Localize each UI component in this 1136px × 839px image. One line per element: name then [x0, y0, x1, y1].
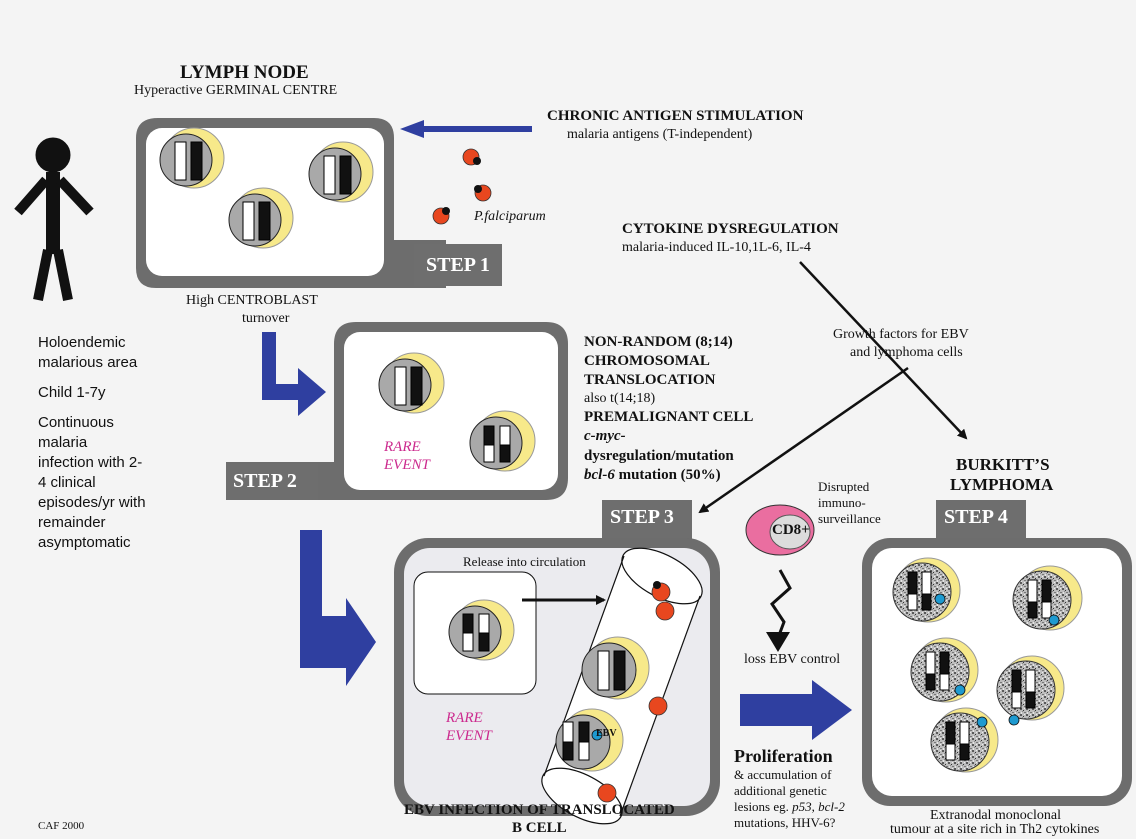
disrupted-label: Disrupted	[818, 479, 870, 494]
lymph-node-subtitle: Hyperactive GERMINAL CENTRE	[134, 83, 338, 98]
cytokine-arrow-to-step4	[799, 261, 968, 440]
translocation-also: also t(14;18)	[584, 391, 656, 406]
antigen-arrow	[400, 120, 532, 138]
centroblast-cell	[228, 187, 294, 249]
step4-label: STEP 4	[944, 506, 1008, 528]
premalignant-label: PREMALIGNANT CELL	[584, 409, 754, 425]
step3-title: EBV INFECTION OF TRANSLOCATED	[404, 802, 675, 818]
lymph-node-caption: turnover	[242, 311, 290, 326]
loss-control-arrow	[766, 569, 792, 652]
disrupted-label: immuno-	[818, 495, 866, 510]
rare-event-label: RARE	[384, 439, 421, 455]
growth-factors-label: and lymphoma cells	[850, 345, 963, 360]
lymph-node-title: LYMPH NODE	[180, 62, 309, 83]
ebv-virus-dot	[591, 729, 603, 741]
antigen-heading: CHRONIC ANTIGEN STIMULATION	[547, 108, 804, 124]
cd8-label: CD8+	[772, 522, 810, 538]
parasite-label: P.falciparum	[474, 209, 546, 224]
progression-arrow	[262, 332, 326, 416]
lymphoma-cell	[910, 637, 979, 703]
setting-infection-line: asymptomatic	[38, 534, 131, 551]
translocation-heading: NON-RANDOM (8;14)	[584, 334, 733, 350]
proliferation-line: additional genetic	[734, 783, 827, 798]
ebv-label: EBV	[596, 728, 617, 739]
rare-event-label: EVENT	[446, 728, 492, 744]
rare-event-label: RARE	[446, 710, 483, 726]
centroblast-cell	[159, 127, 225, 189]
translocation-heading: TRANSLOCATION	[584, 372, 716, 388]
translocated-cell	[581, 636, 650, 700]
dysregulation-label: dysregulation/mutation	[584, 448, 734, 464]
lymph-node-caption: High CENTROBLAST	[186, 293, 318, 308]
proliferation-line: mutations, HHV-6?	[734, 815, 836, 830]
disrupted-label: surveillance	[818, 511, 881, 526]
bcl6-label: bcl-6 mutation (50%)	[584, 467, 721, 483]
setting-area: malarious area	[38, 354, 138, 371]
cytokine-heading: CYTOKINE DYSREGULATION	[622, 221, 839, 237]
setting-infection-line: malaria	[38, 434, 88, 451]
growth-factors-label: Growth factors for EBV	[833, 327, 969, 342]
setting-area: Holoendemic	[38, 334, 126, 351]
ebv-infected-cell	[555, 708, 624, 772]
cmyc-label: c-myc-	[584, 428, 626, 444]
setting-infection-line: episodes/yr with	[38, 494, 146, 511]
step1-tab	[414, 244, 502, 286]
burkitt-caption: tumour at a site rich in Th2 cytokines	[890, 822, 1100, 837]
proliferation-line: & accumulation of	[734, 767, 832, 782]
lymphoma-cell	[930, 707, 999, 773]
step2-label: STEP 2	[233, 470, 297, 492]
cytokine-detail: malaria-induced IL-10,1L-6, IL-4	[622, 240, 811, 255]
release-label: Release into circulation	[463, 554, 586, 569]
setting-infection-line: Continuous	[38, 414, 114, 431]
step1-label: STEP 1	[426, 254, 490, 276]
loss-ebv-label: loss EBV control	[744, 652, 841, 667]
step3-label: STEP 3	[610, 506, 674, 528]
burkitt-title: LYMPHOMA	[950, 475, 1054, 494]
burkitt-caption: Extranodal monoclonal	[930, 808, 1062, 823]
step4-tab	[936, 500, 1026, 540]
credit-label: CAF 2000	[38, 820, 85, 832]
lymphoma-cell	[1012, 565, 1083, 631]
progression-arrow	[300, 530, 376, 686]
step3-tab	[602, 500, 692, 540]
setting-infection-line: remainder	[38, 514, 106, 531]
setting-age: Child 1-7y	[38, 384, 106, 401]
proliferation-lesions: lesions eg. p53, bcl-2	[734, 799, 845, 814]
translocated-cell	[469, 410, 536, 472]
parasite-icon	[597, 581, 675, 803]
antigen-detail: malaria antigens (T-independent)	[567, 127, 753, 142]
lymphoma-box	[862, 500, 1132, 806]
translocated-cell	[378, 352, 445, 414]
rare-event-label: EVENT	[384, 457, 430, 473]
setting-infection-line: infection with 2-	[38, 454, 143, 471]
cd8-cell-icon	[745, 504, 815, 556]
burkitt-title: BURKITT’S	[956, 455, 1050, 474]
step3-title: B CELL	[512, 820, 567, 836]
setting-infection-line: 4 clinical	[38, 474, 96, 491]
growth-factor-arrow-to-step3	[698, 366, 909, 514]
step2-tab	[226, 464, 318, 500]
translocation-heading: CHROMOSOMAL	[584, 353, 710, 369]
proliferation-arrow	[740, 680, 852, 740]
parasite-icon	[432, 148, 492, 225]
translocated-cell	[448, 599, 515, 661]
proliferation-heading: Proliferation	[734, 746, 833, 766]
centroblast-cell	[308, 141, 374, 203]
lymphoma-cell	[996, 655, 1065, 726]
child-figure-icon	[14, 137, 94, 301]
lymphoma-cell	[892, 557, 961, 623]
